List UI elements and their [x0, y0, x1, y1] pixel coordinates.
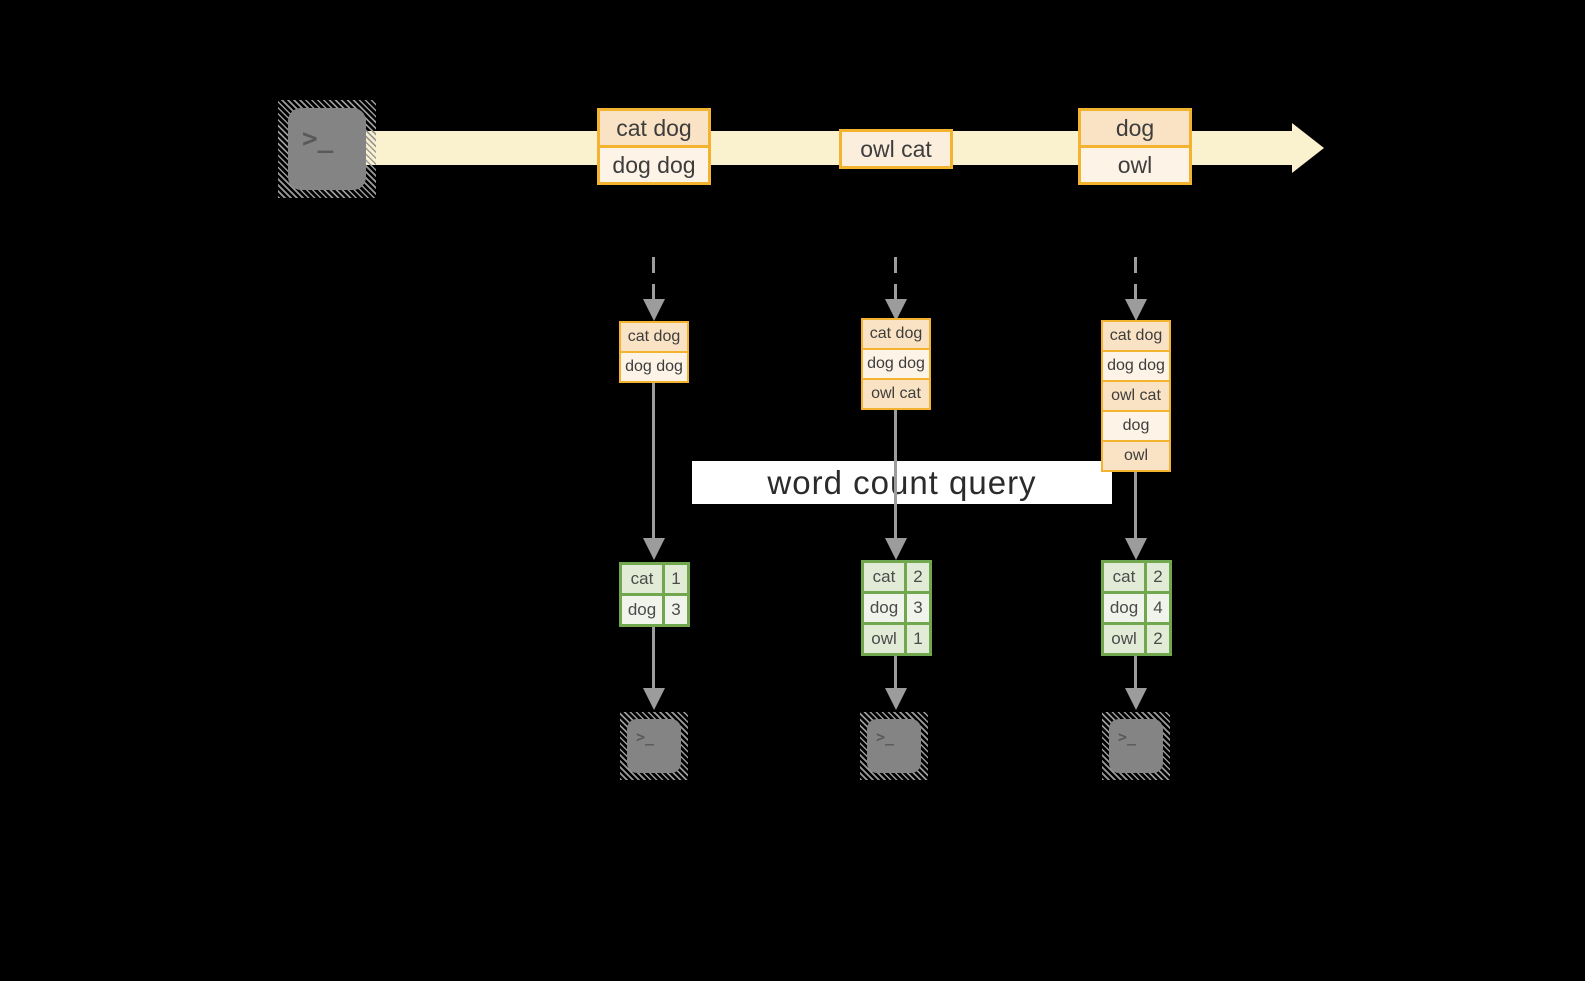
count-table: cat 2 dog 3 owl 1: [861, 560, 932, 656]
count-cell-value: 2: [1147, 563, 1169, 591]
buffer-row: cat dog: [863, 320, 929, 348]
count-cell-word: cat: [622, 565, 662, 593]
count-table: cat 2 dog 4 owl 2: [1101, 560, 1172, 656]
sink-terminal-icon: >_: [1102, 712, 1170, 780]
terminal-prompt-icon: >_: [636, 728, 655, 746]
output-arrow: [652, 627, 655, 690]
buffer-row: owl cat: [863, 378, 929, 408]
buffer-stack: cat dog dog dog owl cat: [861, 318, 931, 410]
query-arrow: [1134, 472, 1137, 540]
stream-event: cat dog dog dog: [597, 108, 711, 185]
count-cell-word: dog: [864, 594, 904, 622]
buffer-stack: cat dog dog dog owl cat dog owl: [1101, 320, 1171, 472]
output-arrow: [1134, 656, 1137, 690]
count-cell-value: 2: [907, 563, 929, 591]
output-arrowhead-icon: [1125, 688, 1147, 710]
stream-arrowhead-icon: [1292, 123, 1324, 173]
count-cell-word: dog: [1104, 594, 1144, 622]
count-cell-value: 1: [907, 625, 929, 653]
count-cell-value: 3: [665, 596, 687, 624]
event-row: cat dog: [600, 111, 708, 145]
buffer-row: cat dog: [1103, 322, 1169, 350]
terminal-screen: >_: [1109, 719, 1163, 773]
source-terminal-icon: >_: [278, 100, 376, 198]
terminal-prompt-icon: >_: [1118, 728, 1137, 746]
terminal-screen: >_: [627, 719, 681, 773]
output-arrowhead-icon: [643, 688, 665, 710]
stream-event: owl cat: [839, 129, 953, 169]
event-row: dog: [1081, 111, 1189, 145]
dashed-arrow: [1134, 257, 1137, 301]
query-arrow: [652, 383, 655, 540]
buffer-row: dog dog: [863, 348, 929, 378]
terminal-screen: >_: [288, 108, 366, 190]
count-cell-value: 4: [1147, 594, 1169, 622]
buffer-row: owl cat: [1103, 380, 1169, 410]
dashed-arrow: [652, 257, 655, 301]
output-arrowhead-icon: [885, 688, 907, 710]
dashed-arrow: [894, 257, 897, 301]
count-cell-word: owl: [1104, 625, 1144, 653]
buffer-row: owl: [1103, 440, 1169, 470]
sink-terminal-icon: >_: [860, 712, 928, 780]
count-cell-word: cat: [1104, 563, 1144, 591]
buffer-stack: cat dog dog dog: [619, 321, 689, 383]
output-arrow: [894, 656, 897, 690]
query-arrowhead-icon: [1125, 538, 1147, 560]
terminal-screen: >_: [867, 719, 921, 773]
buffer-row: dog: [1103, 410, 1169, 440]
event-row: dog dog: [600, 145, 708, 182]
stream-event: dog owl: [1078, 108, 1192, 185]
sink-terminal-icon: >_: [620, 712, 688, 780]
buffer-row: dog dog: [621, 351, 687, 381]
count-cell-word: dog: [622, 596, 662, 624]
dashed-arrowhead-icon: [885, 299, 907, 321]
count-cell-value: 3: [907, 594, 929, 622]
terminal-prompt-icon: >_: [876, 728, 895, 746]
count-cell-value: 2: [1147, 625, 1169, 653]
query-arrowhead-icon: [643, 538, 665, 560]
query-banner-label: word count query: [767, 463, 1037, 501]
buffer-row: cat dog: [621, 323, 687, 351]
event-row: owl: [1081, 145, 1189, 182]
count-cell-word: owl: [864, 625, 904, 653]
terminal-prompt-icon: >_: [302, 124, 334, 154]
dashed-arrowhead-icon: [643, 299, 665, 321]
query-arrow: [894, 410, 897, 540]
query-arrowhead-icon: [885, 538, 907, 560]
count-cell-value: 1: [665, 565, 687, 593]
event-row: owl cat: [842, 132, 950, 166]
query-banner: word count query: [692, 461, 1112, 504]
count-table: cat 1 dog 3: [619, 562, 690, 627]
count-cell-word: cat: [864, 563, 904, 591]
buffer-row: dog dog: [1103, 350, 1169, 380]
dashed-arrowhead-icon: [1125, 299, 1147, 321]
